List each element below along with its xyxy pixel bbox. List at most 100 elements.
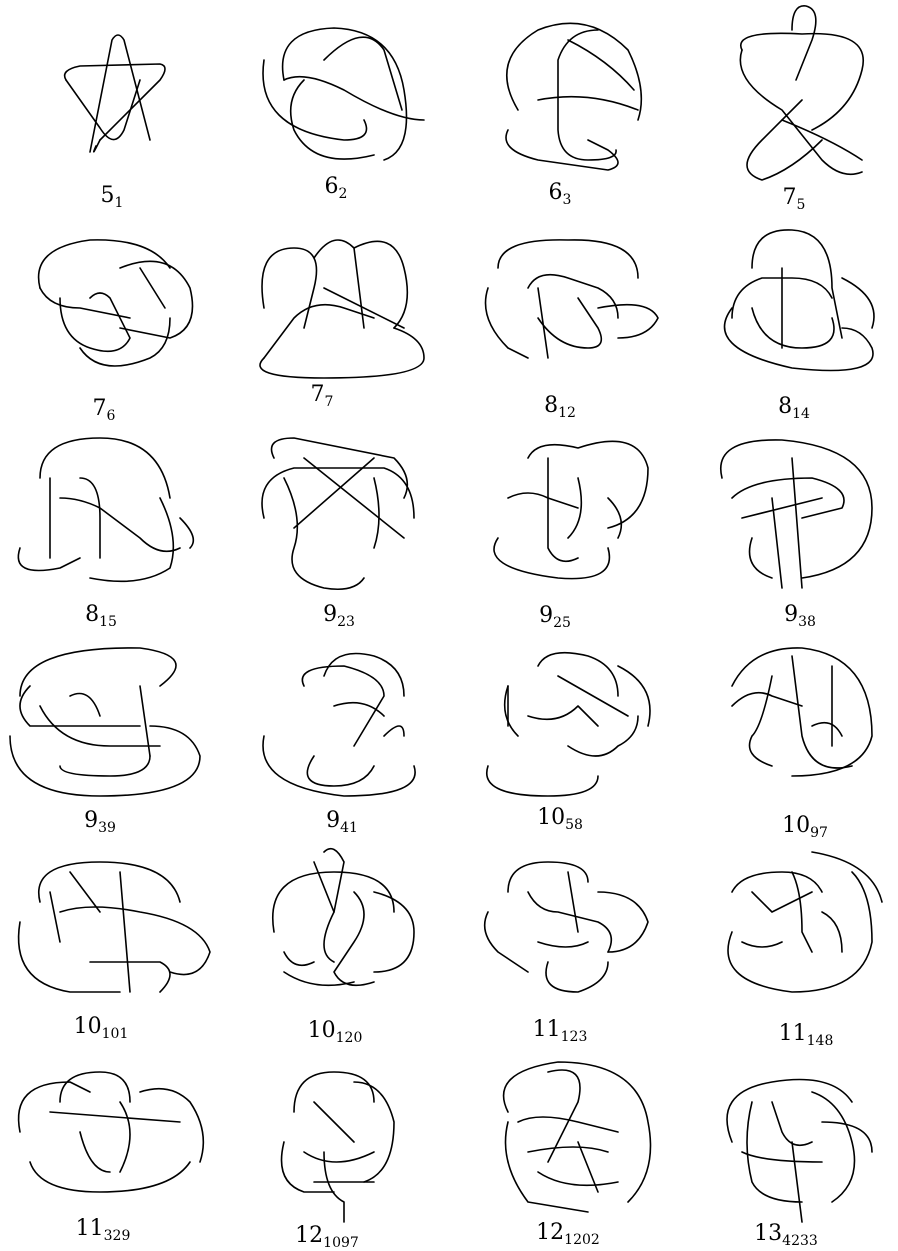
knot-diagram bbox=[0, 418, 224, 626]
knot-cell: 11148 bbox=[672, 832, 898, 1042]
knot-strand bbox=[18, 548, 80, 571]
knot-label: 11329 bbox=[76, 1218, 131, 1243]
knot-strand bbox=[792, 1142, 802, 1222]
knot-strand bbox=[294, 1072, 374, 1112]
knot-strand bbox=[334, 892, 374, 985]
knot-strand bbox=[273, 872, 394, 932]
knot-strand bbox=[752, 308, 834, 348]
knot-cell: 51 bbox=[0, 0, 224, 208]
knot-label: 1058 bbox=[537, 807, 583, 832]
knot-strand bbox=[487, 766, 598, 796]
knot-diagram bbox=[224, 626, 448, 832]
knot-label: 10101 bbox=[74, 1016, 129, 1041]
knot-diagram bbox=[448, 208, 672, 418]
knot-strand bbox=[558, 30, 616, 160]
knot-strand bbox=[507, 23, 642, 120]
knot-strand bbox=[60, 756, 150, 776]
knot-strand bbox=[750, 676, 773, 766]
knot-strand bbox=[60, 1072, 130, 1102]
knot-strand bbox=[324, 849, 344, 962]
knot-strand bbox=[548, 458, 578, 561]
knot-strand bbox=[284, 972, 354, 985]
knot-strand bbox=[65, 64, 165, 140]
knot-cell: 121097 bbox=[224, 1042, 448, 1247]
knot-strand bbox=[40, 288, 130, 318]
knot-strand bbox=[494, 538, 609, 579]
knot-cell: 923 bbox=[224, 418, 448, 626]
knot-strand bbox=[598, 892, 648, 952]
knot-strand bbox=[742, 1152, 822, 1162]
knot-strand bbox=[538, 288, 548, 358]
knot-label: 62 bbox=[325, 176, 348, 201]
knot-strand bbox=[260, 328, 424, 378]
knot-strand bbox=[742, 498, 822, 518]
knot-strand bbox=[792, 872, 812, 952]
knot-strand bbox=[20, 686, 140, 726]
knot-cell: 814 bbox=[672, 208, 898, 418]
knot-cell: 1097 bbox=[672, 626, 898, 832]
knot-strand bbox=[486, 288, 529, 358]
knot-strand bbox=[80, 318, 170, 366]
knot-strand bbox=[90, 35, 150, 152]
knot-strand bbox=[538, 653, 618, 696]
knot-strand bbox=[302, 666, 384, 746]
knot-strand bbox=[732, 872, 822, 892]
knot-strand bbox=[263, 60, 367, 140]
knot-cell: 75 bbox=[672, 0, 898, 208]
knot-strand bbox=[508, 493, 578, 508]
knot-strand bbox=[528, 706, 598, 726]
knot-diagram bbox=[224, 418, 448, 626]
knot-cell: 10120 bbox=[224, 832, 448, 1042]
knot-strand bbox=[812, 723, 842, 736]
knot-strand bbox=[40, 438, 170, 498]
knot-cell: 10101 bbox=[0, 832, 224, 1042]
knot-strand bbox=[568, 716, 638, 756]
knot-diagram bbox=[672, 832, 898, 1042]
knot-strand bbox=[19, 1082, 90, 1132]
knot-strand bbox=[608, 498, 621, 538]
knot-cell: 1058 bbox=[448, 626, 672, 832]
knot-strand bbox=[598, 305, 658, 338]
knot-cell: 939 bbox=[0, 626, 224, 832]
knot-strand bbox=[80, 1132, 110, 1172]
knot-cell: 121202 bbox=[448, 1042, 672, 1247]
knot-strand bbox=[39, 240, 170, 288]
knot-strand bbox=[50, 892, 60, 942]
knot-strand bbox=[822, 912, 842, 952]
knot-strand bbox=[140, 268, 165, 308]
knot-strand bbox=[39, 862, 180, 902]
knot-strand bbox=[30, 1162, 190, 1192]
knot-strand bbox=[812, 852, 882, 902]
knot-strand bbox=[60, 907, 210, 975]
knot-strand bbox=[792, 6, 816, 80]
knot-strand bbox=[262, 468, 414, 518]
knot-strand bbox=[752, 892, 812, 912]
knot-strand bbox=[568, 872, 578, 932]
knot-cell: 11329 bbox=[0, 1042, 224, 1247]
knot-strand bbox=[506, 1122, 589, 1212]
knot-strand bbox=[752, 230, 842, 338]
knot-strand bbox=[518, 1117, 618, 1132]
knot-diagram bbox=[448, 626, 672, 832]
knot-strand bbox=[728, 872, 872, 992]
knot-diagram bbox=[672, 626, 898, 832]
knot-strand bbox=[384, 726, 404, 736]
knot-strand bbox=[19, 922, 120, 992]
knot-strand bbox=[498, 240, 638, 278]
knot-strand bbox=[262, 248, 317, 328]
knot-strand bbox=[732, 648, 872, 776]
knot-strand bbox=[772, 1102, 812, 1145]
knot-diagram bbox=[0, 832, 224, 1042]
knot-strand bbox=[10, 726, 200, 796]
knot-strand bbox=[264, 305, 374, 358]
knot-diagram bbox=[448, 832, 672, 1042]
knot-label: 121202 bbox=[536, 1222, 600, 1247]
knot-strand bbox=[568, 478, 581, 538]
knot-strand bbox=[80, 478, 100, 558]
knot-strand bbox=[508, 862, 588, 892]
knot-strand bbox=[528, 441, 648, 528]
knot-strand bbox=[538, 942, 588, 947]
knot-strand bbox=[546, 962, 608, 992]
knot-strand bbox=[742, 942, 782, 947]
knot-strand bbox=[282, 1142, 335, 1192]
